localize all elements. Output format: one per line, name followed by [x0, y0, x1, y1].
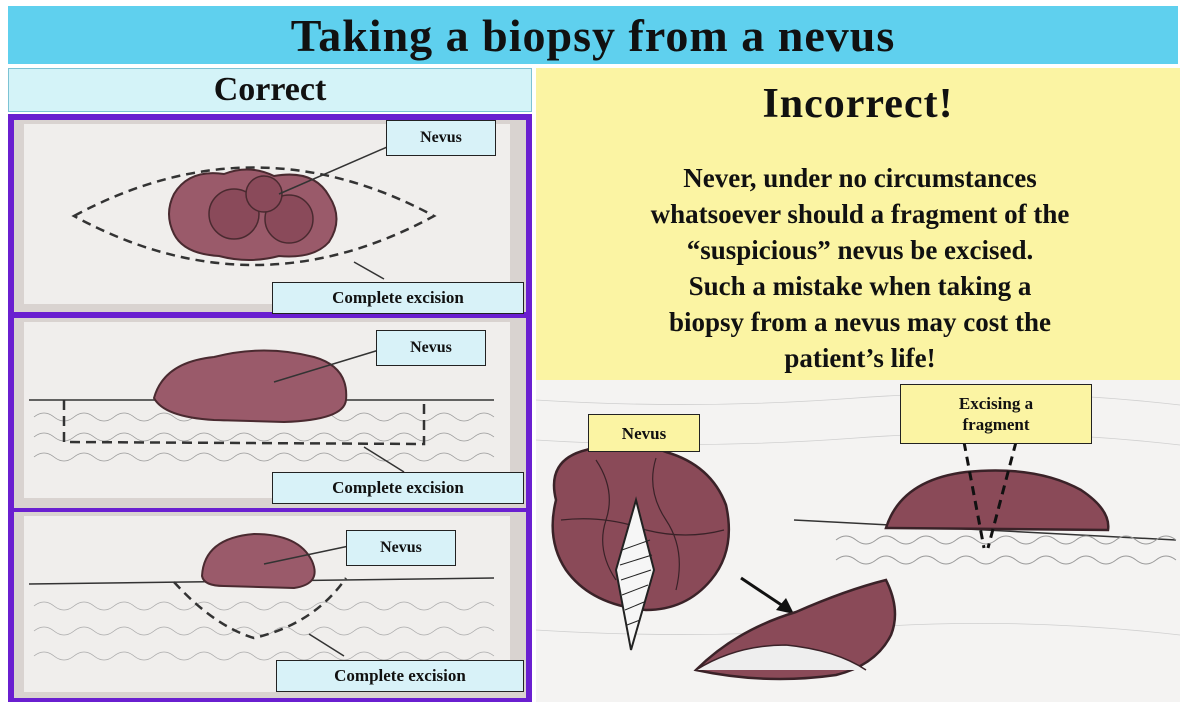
fragment-label-line: Excising a	[959, 393, 1033, 414]
title-bar: Taking a biopsy from a nevus	[8, 6, 1178, 64]
tissue-texture	[34, 602, 494, 660]
excision-label-1: Complete excision	[272, 282, 524, 314]
excision-label-2: Complete excision	[272, 472, 524, 504]
incorrect-nevus-label: Nevus	[588, 414, 700, 452]
correct-heading: Correct	[214, 71, 327, 109]
excision-pointer-line	[354, 262, 384, 279]
warning-line: biopsy from a nevus may cost the	[560, 304, 1160, 340]
warning-line: whatsoever should a fragment of the	[560, 196, 1160, 232]
nevus-label-2: Nevus	[376, 330, 486, 366]
excising-fragment-label: Excising a fragment	[900, 384, 1092, 444]
arrow-head	[776, 598, 794, 614]
warning-line: Never, under no circumstances	[560, 160, 1160, 196]
slide-title: Taking a biopsy from a nevus	[291, 9, 895, 62]
excision-pointer-line	[309, 634, 344, 656]
incorrect-warning-text: Never, under no circumstances whatsoever…	[560, 160, 1160, 376]
incorrect-heading: Incorrect!	[536, 80, 1180, 128]
nevus-shape	[202, 534, 315, 588]
nevus-shape	[154, 351, 346, 423]
excision-pointer-line	[364, 447, 404, 472]
correct-header: Correct	[8, 68, 532, 112]
warning-line: “suspicious” nevus be excised.	[560, 232, 1160, 268]
warning-line: Such a mistake when taking a	[560, 268, 1160, 304]
nevus-lobe	[246, 176, 282, 212]
arrow-line	[741, 578, 786, 608]
warning-line: patient’s life!	[560, 340, 1160, 376]
fragment-label-line: fragment	[962, 414, 1029, 435]
nevus-label-3: Nevus	[346, 530, 456, 566]
nevus-on-skin	[886, 470, 1108, 530]
nevus-label-1: Nevus	[386, 120, 496, 156]
tissue-texture	[836, 536, 1176, 564]
excision-label-3: Complete excision	[276, 660, 524, 692]
